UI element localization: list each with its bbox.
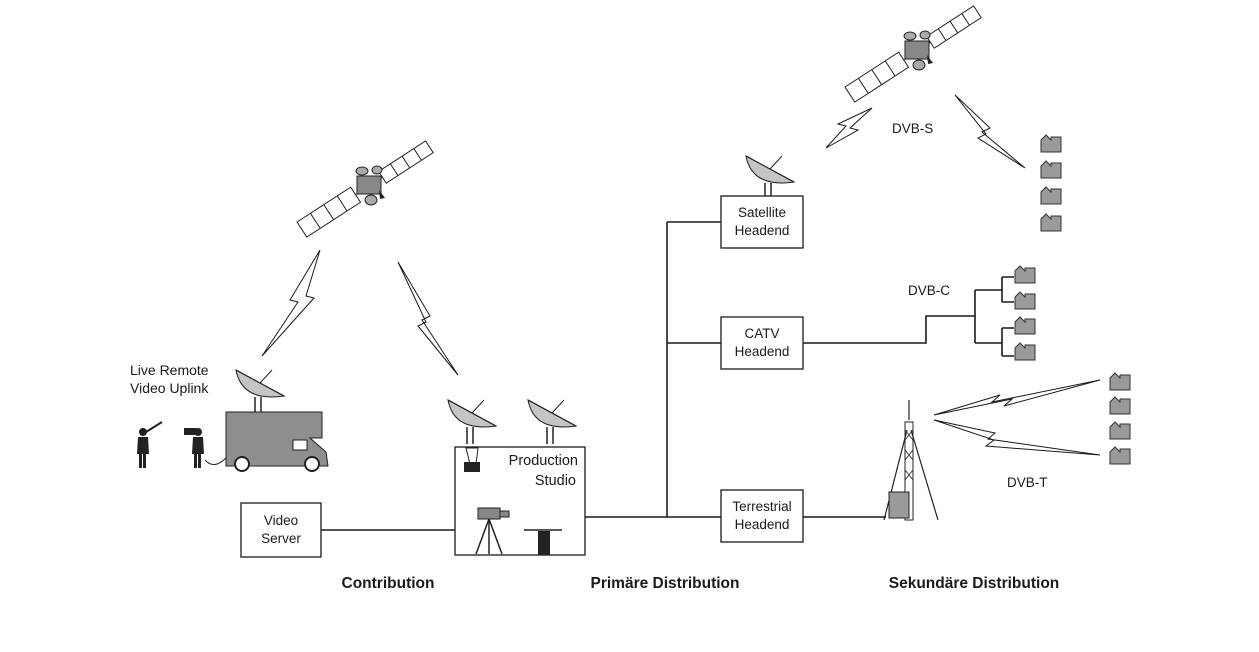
house-icon (1109, 446, 1131, 465)
contribution-satellite-icon (296, 138, 435, 238)
camera-cable (204, 457, 227, 465)
uplink-dish-icon (235, 369, 285, 415)
catv-cable-line (803, 315, 975, 344)
dvb-c-label: DVB-C (908, 283, 950, 298)
handheld-camera-icon (184, 428, 196, 435)
house-icon (1014, 316, 1036, 335)
video-server-label-line2: Server (261, 531, 301, 546)
dvb-s-houses (1040, 134, 1062, 232)
house-icon (1040, 186, 1062, 205)
dvb-s-lightning-icon (954, 94, 1026, 169)
dvb-c-houses (1014, 265, 1036, 361)
cable-tree-lines (974, 276, 1014, 357)
studio-light-icon (464, 447, 480, 472)
transmitter-tower-icon (883, 400, 939, 521)
dvb-t-houses (1109, 372, 1131, 465)
uplink-truck-icon (225, 411, 329, 472)
terrestrial-headend-label-line1: Terrestrial (732, 499, 791, 514)
house-icon (1040, 160, 1062, 179)
satellite-headend-label-line2: Headend (735, 223, 790, 238)
house-icon (1040, 213, 1062, 232)
catv-headend-box (720, 316, 804, 370)
video-server-label-line1: Video (264, 513, 298, 528)
studio-camera-icon (475, 507, 510, 555)
dvb-t-lower-lightning-icon (933, 419, 1101, 456)
terrestrial-headend-box (720, 489, 804, 543)
section-primary-label: Primäre Distribution (591, 575, 740, 592)
section-contribution-label: Contribution (342, 575, 435, 592)
house-icon (1109, 421, 1131, 440)
dvb-t-upper-lightning-icon (933, 379, 1101, 416)
dvb-t-label: DVB-T (1007, 475, 1048, 490)
headend-dish-icon (745, 155, 795, 201)
satellite-headend-lightning-icon (825, 107, 873, 149)
studio-label-line2: Studio (535, 473, 576, 489)
studio-dish-left-icon (447, 399, 497, 445)
uplink-label-line2: Video Uplink (130, 380, 209, 396)
house-icon (1014, 342, 1036, 361)
broadcast-satellite-icon (844, 3, 983, 103)
video-server-box (240, 502, 322, 558)
house-icon (1014, 291, 1036, 310)
uplink-lightning-icon (261, 249, 321, 357)
section-secondary-label: Sekundäre Distribution (889, 575, 1060, 592)
catv-headend-label-line2: Headend (735, 344, 790, 359)
downlink-lightning-icon (397, 261, 459, 376)
house-icon (1014, 265, 1036, 284)
dvb-s-label: DVB-S (892, 121, 933, 136)
satellite-headend-label-line1: Satellite (738, 205, 786, 220)
studio-dish-right-icon (527, 399, 577, 445)
studio-label-line1: Production (509, 453, 578, 469)
studio-desk-icon (524, 529, 562, 555)
catv-headend-label-line1: CATV (744, 326, 779, 341)
terrestrial-headend-label-line2: Headend (735, 517, 790, 532)
golfer-icon (137, 428, 149, 468)
uplink-label-line1: Live Remote (130, 362, 209, 378)
house-icon (1109, 372, 1131, 391)
house-icon (1040, 134, 1062, 153)
house-icon (1109, 396, 1131, 415)
satellite-headend-box (720, 195, 804, 249)
